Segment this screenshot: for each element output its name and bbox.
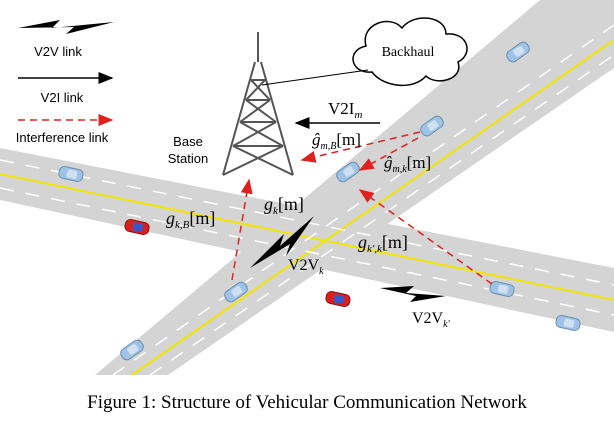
backhaul-link-line [261,69,369,86]
legend: V2V link V2I link Interference link [16,20,114,145]
diagonal-road [95,0,614,375]
vehicular-network-diagram: Base Station Backhaul V2V link V2I link … [0,0,614,376]
blue-car-icon [224,281,248,303]
cross-center-line [0,173,614,301]
roads [0,0,614,376]
interference-arrow-kk [358,189,493,285]
diagonal-lane-dash-2 [149,54,614,376]
blue-car-icon [336,161,360,183]
v2v-k-lightning-icon [250,216,314,268]
legend-v2i-label: V2I link [41,90,84,105]
interference-arrow-mB [300,131,421,163]
interference-arrow-kB [231,178,253,281]
g-k-label: gk[m] [264,194,304,217]
base-station-tower-icon [222,32,294,176]
v2v-kprime-lightning-icon [380,286,446,302]
backhaul-label: Backhaul [382,45,435,60]
red-car-icon [124,219,150,235]
v2v-lightning-icon [18,20,114,34]
red-car-icon [325,291,351,307]
v2v-kprime-label: V2Vk' [412,310,451,330]
blue-car-icon [120,339,144,361]
blue-car-icon [506,41,530,63]
base-station-label-line1: Base [173,134,203,149]
diagonal-center-line [131,39,614,376]
blue-car-icon [489,281,515,297]
g-hat-mB-label: ĝm,B[m] [312,130,361,152]
blue-car-icon [58,166,84,182]
legend-interference-label: Interference link [16,130,109,145]
figure-caption: Figure 1: Structure of Vehicular Communi… [87,392,527,413]
legend-v2v-label: V2V link [34,44,82,59]
interference-links [231,131,493,285]
g-kk-label: gk',k[m] [358,232,408,255]
blue-car-icon [555,315,581,331]
v2v-k-label: V2Vk [288,257,324,277]
v2i-m-label: V2Im [328,99,362,121]
g-kB-label: gk,B[m] [166,208,215,231]
g-hat-mk-label: ĝm,k[m] [384,153,431,175]
vehicles [58,41,581,361]
base-station-label-line2: Station [168,151,208,166]
blue-car-icon [420,115,444,137]
backhaul-cloud-icon [352,17,468,87]
